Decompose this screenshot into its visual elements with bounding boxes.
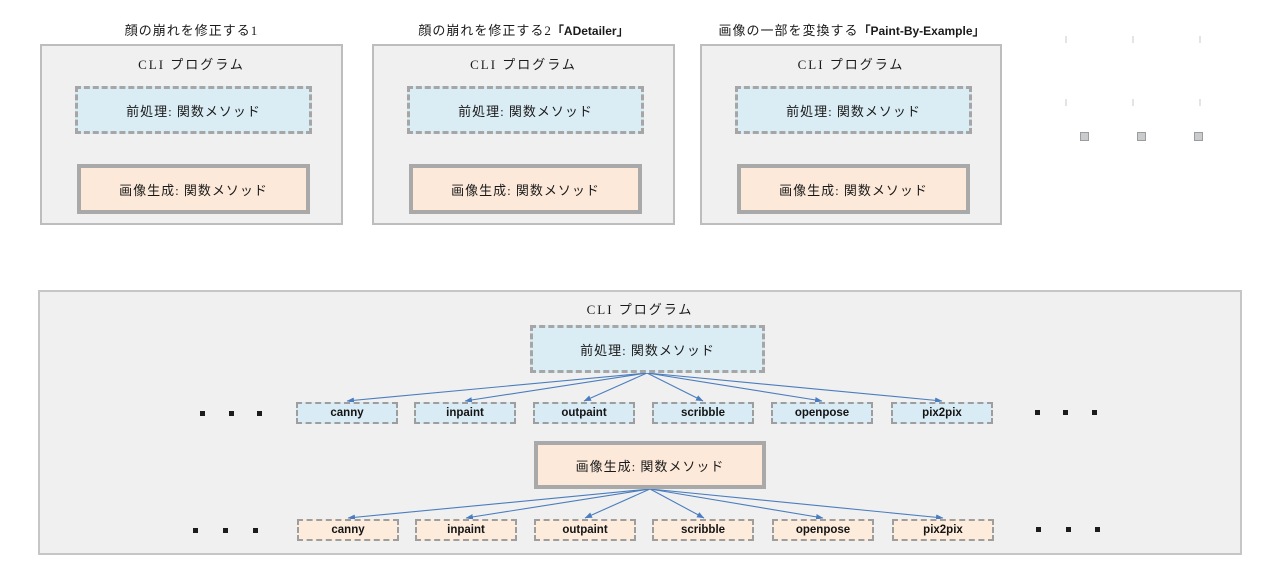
ellipsis-dot <box>1066 527 1071 532</box>
program-title-3: 画像の一部を変換する「Paint-By-Example」 <box>700 23 1003 38</box>
ellipsis-dot <box>1092 410 1097 415</box>
preprocess-label: 前処理: 関数メソッド <box>786 103 921 119</box>
program-title-1: 顔の崩れを修正する1 <box>40 23 343 38</box>
ellipsis-square <box>1137 132 1146 141</box>
generate-child-scribble: scribble <box>652 519 754 541</box>
ghost-card-tick <box>1065 99 1067 106</box>
ellipsis-dot <box>1095 527 1100 532</box>
ellipsis-square <box>1194 132 1203 141</box>
ellipsis-dot <box>193 528 198 533</box>
preprocess-child-canny: canny <box>296 402 398 424</box>
program-card-2: CLI プログラム 前処理: 関数メソッド 画像生成: 関数メソッド <box>372 44 675 225</box>
program-card-1: CLI プログラム 前処理: 関数メソッド 画像生成: 関数メソッド <box>40 44 343 225</box>
preprocess-label: 前処理: 関数メソッド <box>126 103 261 119</box>
preprocess-label: 前処理: 関数メソッド <box>458 103 593 119</box>
generate-box: 画像生成: 関数メソッド <box>737 164 970 214</box>
main-cli-program-box: CLI プログラム <box>38 290 1242 555</box>
preprocess-child-inpaint: inpaint <box>414 402 516 424</box>
ellipsis-dot <box>1063 410 1068 415</box>
generate-label: 画像生成: 関数メソッド <box>575 458 725 474</box>
ghost-card-tick <box>1199 99 1201 106</box>
ellipsis-square <box>1080 132 1089 141</box>
ellipsis-dot <box>253 528 258 533</box>
generate-child-canny: canny <box>297 519 399 541</box>
program-title-2: 顔の崩れを修正する2「ADetailer」 <box>372 23 675 38</box>
program-card-3: CLI プログラム 前処理: 関数メソッド 画像生成: 関数メソッド <box>700 44 1002 225</box>
preprocess-child-scribble: scribble <box>652 402 754 424</box>
program-title-1-jp: 顔の崩れを修正する1 <box>124 23 259 38</box>
ellipsis-dot <box>200 411 205 416</box>
generate-child-openpose: openpose <box>772 519 874 541</box>
ellipsis-dot <box>257 411 262 416</box>
preprocess-box: 前処理: 関数メソッド <box>75 86 312 134</box>
program-title-3-en: 「Paint-By-Example」 <box>858 24 985 38</box>
generate-box: 画像生成: 関数メソッド <box>409 164 642 214</box>
cli-program-header: CLI プログラム <box>138 57 245 72</box>
program-title-3-jp: 画像の一部を変換する <box>718 23 859 38</box>
generate-child-inpaint: inpaint <box>415 519 517 541</box>
ellipsis-dot <box>229 411 234 416</box>
ghost-card-tick <box>1065 36 1067 43</box>
generate-box: 画像生成: 関数メソッド <box>77 164 310 214</box>
cli-program-header: CLI プログラム <box>470 57 577 72</box>
generate-child-pix2pix: pix2pix <box>892 519 994 541</box>
ellipsis-dot <box>1035 410 1040 415</box>
generate-label: 画像生成: 関数メソッド <box>119 182 268 198</box>
preprocess-box: 前処理: 関数メソッド <box>530 325 765 373</box>
preprocess-label: 前処理: 関数メソッド <box>580 342 715 358</box>
preprocess-box: 前処理: 関数メソッド <box>735 86 972 134</box>
generate-child-outpaint: outpaint <box>534 519 636 541</box>
preprocess-child-pix2pix: pix2pix <box>891 402 993 424</box>
preprocess-child-outpaint: outpaint <box>533 402 635 424</box>
ghost-card-tick <box>1132 99 1134 106</box>
program-title-2-jp: 顔の崩れを修正する2 <box>418 23 552 38</box>
cli-program-header: CLI プログラム <box>586 302 694 317</box>
ellipsis-dot <box>1036 527 1041 532</box>
generate-label: 画像生成: 関数メソッド <box>779 182 928 198</box>
cli-program-header: CLI プログラム <box>797 57 905 72</box>
generate-label: 画像生成: 関数メソッド <box>451 182 600 198</box>
ghost-card-tick <box>1199 36 1201 43</box>
preprocess-box: 前処理: 関数メソッド <box>407 86 644 134</box>
program-title-2-en: 「ADetailer」 <box>551 24 629 38</box>
generate-box: 画像生成: 関数メソッド <box>534 441 766 489</box>
preprocess-child-openpose: openpose <box>771 402 873 424</box>
ellipsis-dot <box>223 528 228 533</box>
ghost-card-tick <box>1132 36 1134 43</box>
